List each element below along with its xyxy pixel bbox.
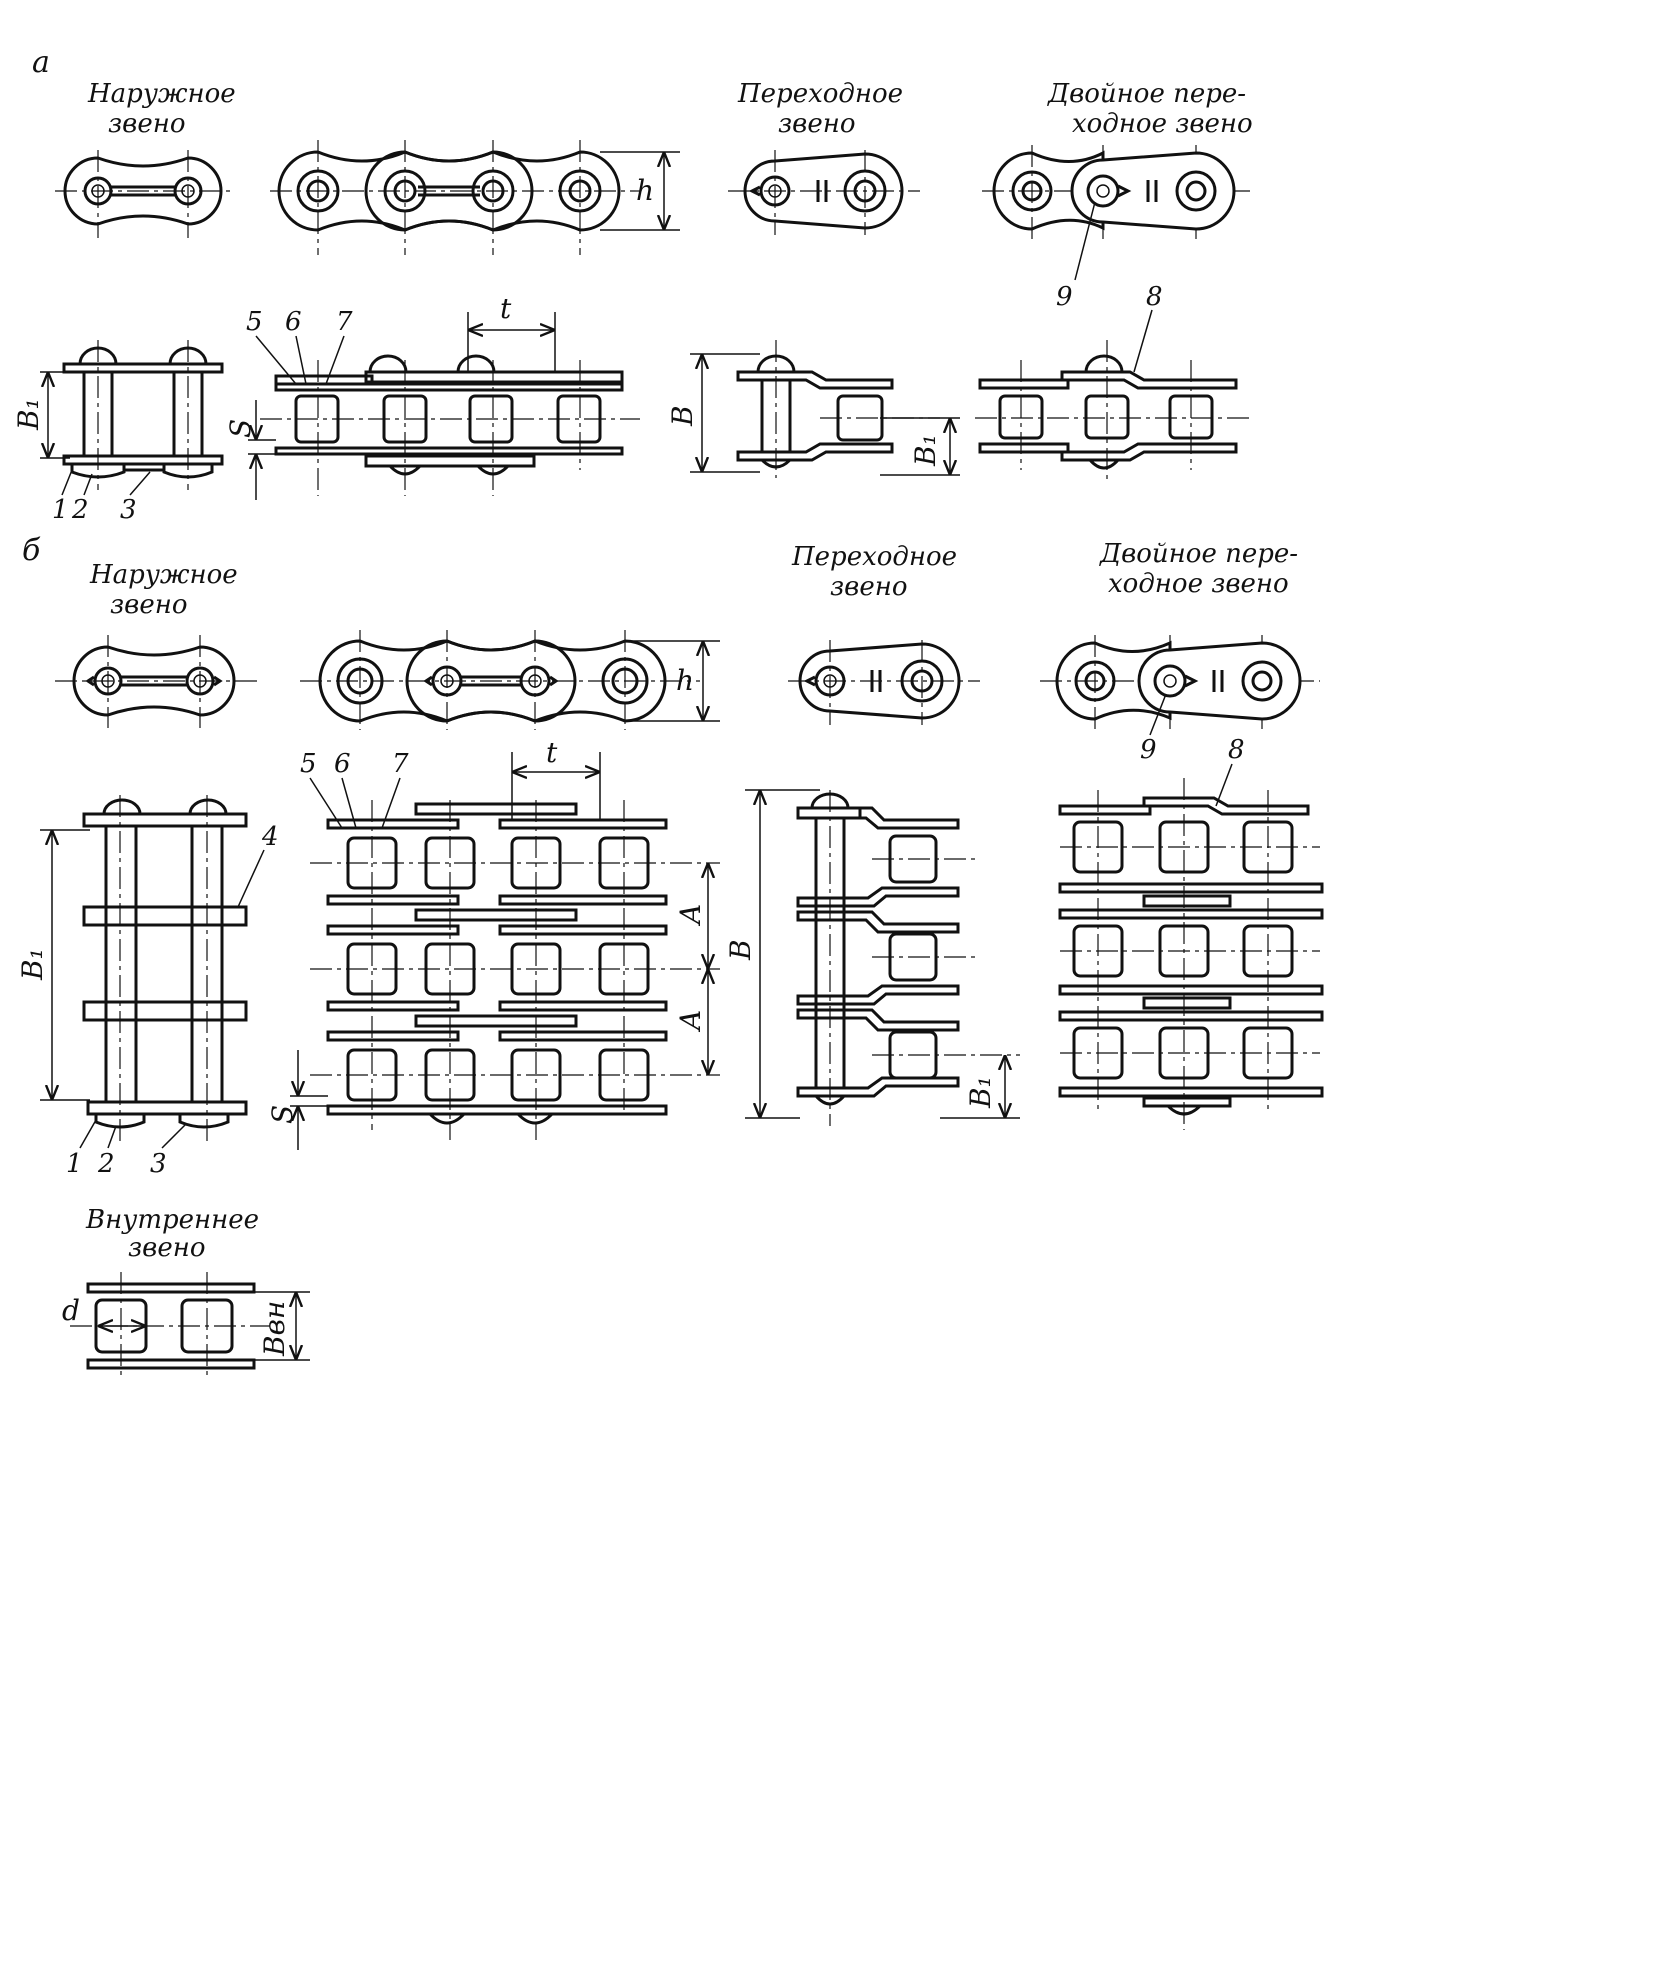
transition-link-side-a: B B₁ <box>666 340 960 478</box>
dim-t-b: t <box>546 736 558 769</box>
part-5-a: 5 <box>246 307 263 337</box>
caption-outer-a-line1: Наружное <box>87 79 236 109</box>
strand-3-b <box>326 1030 668 1116</box>
caption-dbl-a-line2: ходное звено <box>1072 109 1253 139</box>
transition-link-front-b <box>788 640 980 725</box>
caption-trans-b-line2: звено <box>830 572 907 602</box>
caption-transition-b: Переходное звено <box>791 542 957 602</box>
outer-link-front-b <box>55 635 262 728</box>
double-transition-side-a: 8 <box>975 282 1250 482</box>
double-transition-side-b: 8 <box>1058 735 1324 1130</box>
part-7-a: 7 <box>336 307 353 337</box>
caption-dbl-b-line1: Двойное пере- <box>1099 539 1298 569</box>
dim-h-b: h <box>676 664 694 697</box>
caption-dbl-b-line2: ходное звено <box>1108 569 1289 599</box>
caption-transition-a: Переходное звено <box>737 79 903 139</box>
part-8-b: 8 <box>1228 735 1245 765</box>
chain-front-a: h <box>270 140 680 255</box>
outer-link-side-a: B₁ 1 2 3 <box>12 340 224 525</box>
dim-B1-trans-b: B₁ <box>964 1076 997 1109</box>
dim-A2-b: A <box>674 1010 707 1033</box>
double-transition-front-b: 9 <box>1040 635 1320 765</box>
dim-B1-b: B₁ <box>16 948 49 981</box>
strand-2-b <box>326 924 668 1012</box>
caption-double-b: Двойное пере- ходное звено <box>1099 539 1298 599</box>
outer-link-side-b: B₁ 4 1 2 3 <box>16 795 279 1179</box>
dim-A1-b: A <box>674 904 707 927</box>
inner-link-b: d Bвн <box>62 1272 310 1380</box>
caption-outer-b-line2: звено <box>110 590 187 620</box>
strand-1-b <box>326 802 668 906</box>
chain-side-a: 5 6 7 t S <box>224 292 640 500</box>
dim-B-a: B <box>666 405 699 427</box>
part-7-b: 7 <box>392 749 409 779</box>
caption-inner-line2: звено <box>128 1233 205 1263</box>
part-8-a: 8 <box>1146 282 1163 312</box>
part-4-b: 4 <box>261 822 279 852</box>
caption-outer-b-line1: Наружное <box>89 560 238 590</box>
chain-side-b: 5 6 7 t <box>266 736 720 1150</box>
part-5-b: 5 <box>300 749 317 779</box>
transition-link-side-b: B B₁ <box>724 789 1020 1126</box>
part-6-b: 6 <box>334 749 351 779</box>
dim-B-b: B <box>724 939 757 961</box>
caption-outer-a: Наружное звено <box>87 79 236 139</box>
caption-trans-a-line2: звено <box>778 109 855 139</box>
caption-outer-a-line2: звено <box>108 109 185 139</box>
part-9-a: 9 <box>1056 282 1073 312</box>
dim-h-a: h <box>636 174 654 207</box>
part-3-b: 3 <box>150 1149 167 1179</box>
transition-link-front-a <box>728 150 920 235</box>
section-label-a: а <box>32 45 50 80</box>
caption-dbl-a-line1: Двойное пере- <box>1047 79 1246 109</box>
part-1-b: 1 <box>66 1149 83 1179</box>
part-6-a: 6 <box>285 307 302 337</box>
part-2-a: 2 <box>71 495 89 525</box>
caption-outer-b: Наружное звено <box>89 560 238 620</box>
dim-B1-a: B₁ <box>12 398 45 431</box>
part-3-a: 3 <box>120 495 137 525</box>
dim-t-a: t <box>500 292 512 325</box>
dim-Bvn: Bвн <box>258 1301 291 1357</box>
dim-d: d <box>62 1294 80 1327</box>
caption-inner-b: Внутреннее звено <box>85 1205 259 1263</box>
caption-double-a: Двойное пере- ходное звено <box>1047 79 1253 139</box>
section-label-b: б <box>22 533 41 568</box>
caption-trans-a-line1: Переходное <box>737 79 903 109</box>
part-2-b: 2 <box>97 1149 115 1179</box>
chain-front-b: h <box>300 630 720 730</box>
dim-S-a: S <box>224 419 257 438</box>
double-transition-front-a: 9 <box>982 145 1250 312</box>
caption-trans-b-line1: Переходное <box>791 542 957 572</box>
outer-link-front-a <box>55 150 235 238</box>
part-1-a: 1 <box>52 495 69 525</box>
dim-B1-trans-a: B₁ <box>909 434 942 467</box>
part-9-b: 9 <box>1140 735 1157 765</box>
caption-inner-line1: Внутреннее <box>85 1205 259 1235</box>
dim-S-b: S <box>266 1105 299 1124</box>
